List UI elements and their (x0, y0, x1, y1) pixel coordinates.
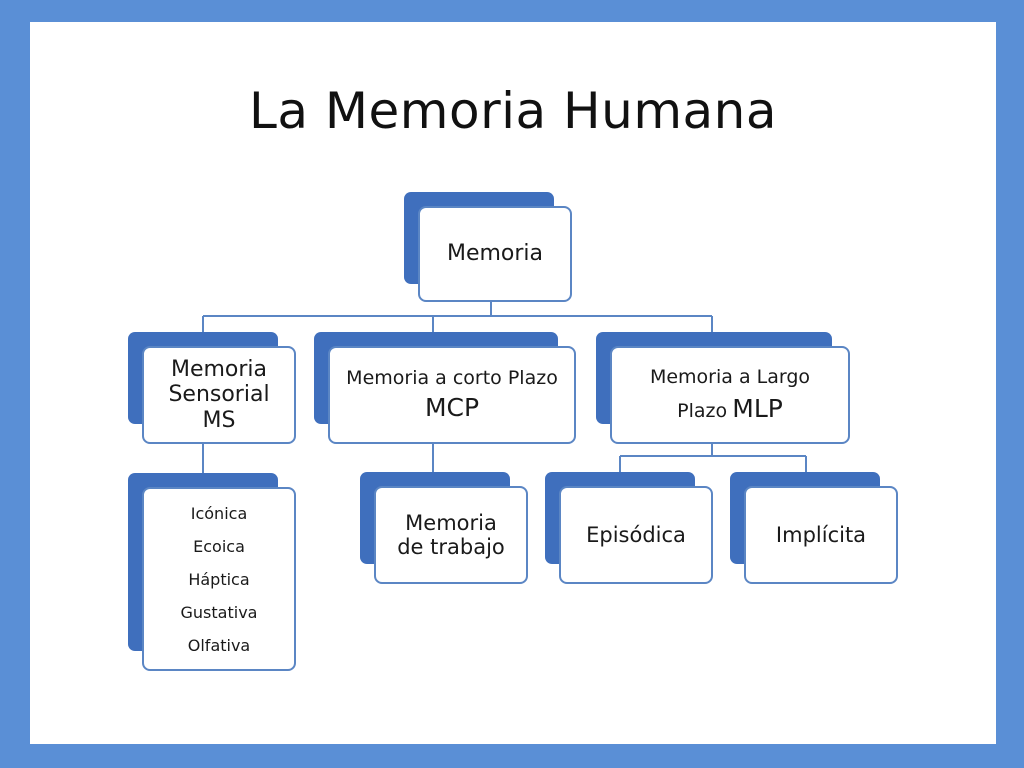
node-box: Icónica Ecoica Háptica Gustativa Olfativ… (142, 487, 296, 671)
node-sensorial-types: Icónica Ecoica Háptica Gustativa Olfativ… (128, 473, 296, 671)
sensorial-line-1: Memoria (170, 357, 268, 383)
node-memoria: Memoria (404, 192, 572, 304)
node-memoria-sensorial: Memoria Sensorial MS (128, 332, 296, 444)
corto-line-1: Memoria a corto Plazo (346, 366, 558, 389)
type-gustativa: Gustativa (180, 602, 258, 622)
node-implicita: Implícita (730, 472, 898, 584)
node-memoria-trabajo: Memoria de trabajo (360, 472, 528, 584)
node-episodica: Episódica (545, 472, 713, 584)
largo-line-1: Memoria a Largo (649, 365, 811, 388)
page-title: La Memoria Humana (248, 82, 778, 140)
largo-line-2: Plazo MLP (677, 393, 783, 424)
node-box: Memoria Sensorial MS (142, 346, 296, 444)
node-box: Memoria a corto Plazo MCP (328, 346, 576, 444)
largo-plazo-text: Plazo (677, 399, 728, 422)
episodica-label: Episódica (586, 522, 686, 547)
node-memoria-largo-plazo: Memoria a Largo Plazo MLP (596, 332, 850, 444)
slide: La Memoria Humana Memoria (30, 22, 996, 744)
type-haptica: Háptica (188, 569, 250, 589)
node-box: Memoria (418, 206, 572, 302)
node-box: Memoria a Largo Plazo MLP (610, 346, 850, 444)
node-box: Memoria de trabajo (374, 486, 528, 584)
implicita-label: Implícita (775, 522, 867, 547)
node-memoria-label: Memoria (446, 241, 544, 267)
trabajo-line-1: Memoria (405, 510, 497, 535)
type-ecoica: Ecoica (193, 536, 245, 556)
corto-abbr: MCP (424, 392, 480, 422)
sensorial-line-3: MS (202, 407, 236, 433)
type-iconica: Icónica (190, 503, 248, 523)
node-box: Episódica (559, 486, 713, 584)
trabajo-line-2: de trabajo (397, 535, 505, 559)
largo-abbr: MLP (732, 393, 783, 423)
type-olfativa: Olfativa (187, 635, 251, 655)
node-box: Implícita (744, 486, 898, 584)
node-memoria-corto-plazo: Memoria a corto Plazo MCP (314, 332, 576, 444)
sensorial-line-2: Sensorial (168, 382, 270, 408)
